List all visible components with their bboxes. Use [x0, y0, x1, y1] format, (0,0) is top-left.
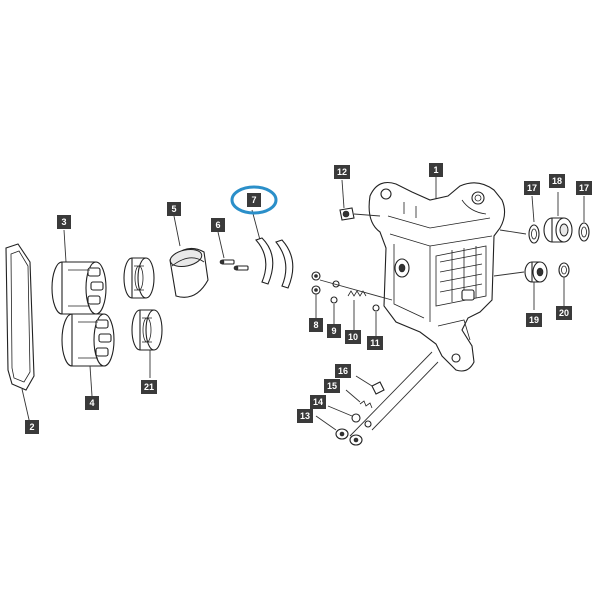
svg-text:13: 13 — [300, 411, 310, 421]
callout-13[interactable]: 13 — [297, 409, 313, 423]
svg-text:14: 14 — [313, 397, 323, 407]
svg-text:19: 19 — [529, 315, 539, 325]
part-cylinder-block-upper[interactable] — [51, 229, 107, 315]
svg-text:5: 5 — [171, 204, 176, 214]
callout-18[interactable]: 18 — [549, 174, 565, 188]
part-spring-10[interactable] — [347, 290, 367, 332]
part-gasket[interactable] — [5, 243, 35, 425]
part-bearing-upper[interactable] — [123, 257, 155, 299]
part-screws[interactable] — [217, 231, 249, 271]
leader-lower-axis — [349, 351, 439, 437]
callout-15[interactable]: 15 — [324, 379, 340, 393]
callout-2[interactable]: 2 — [25, 420, 39, 434]
svg-text:11: 11 — [370, 338, 380, 348]
callout-5[interactable]: 5 — [167, 202, 181, 216]
part-seal-19[interactable] — [493, 261, 548, 310]
callout-3[interactable]: 3 — [57, 215, 71, 229]
callout-17-left[interactable]: 17 — [524, 181, 540, 195]
svg-text:15: 15 — [327, 381, 337, 391]
svg-text:18: 18 — [552, 176, 562, 186]
svg-text:6: 6 — [215, 220, 220, 230]
callout-9[interactable]: 9 — [327, 324, 341, 338]
highlight-ring — [230, 185, 278, 215]
svg-text:21: 21 — [144, 382, 154, 392]
svg-text:9: 9 — [331, 326, 336, 336]
part-plugs-13[interactable] — [315, 415, 363, 446]
svg-text:7: 7 — [251, 195, 256, 205]
svg-text:20: 20 — [559, 308, 569, 318]
svg-text:12: 12 — [337, 167, 347, 177]
part-cylinder-block-lower[interactable] — [61, 313, 115, 397]
part-swash-plate[interactable] — [169, 215, 209, 298]
part-bearing-18[interactable] — [543, 192, 573, 243]
leader-hardware-axis — [319, 279, 393, 301]
svg-text:4: 4 — [89, 398, 94, 408]
part-ball-11[interactable] — [372, 304, 380, 336]
callout-7[interactable]: 7 — [247, 193, 261, 207]
part-plug-16[interactable] — [355, 375, 385, 395]
svg-text:8: 8 — [313, 320, 318, 330]
svg-text:17: 17 — [527, 183, 537, 193]
part-oring-9[interactable] — [330, 280, 340, 324]
part-main-housing[interactable] — [368, 175, 506, 372]
part-bearing-lower[interactable] — [131, 309, 163, 378]
callout-10[interactable]: 10 — [345, 330, 361, 344]
part-half-shells[interactable] — [251, 209, 294, 289]
svg-text:16: 16 — [338, 366, 348, 376]
callout-14[interactable]: 14 — [310, 395, 326, 409]
callout-8[interactable]: 8 — [309, 318, 323, 332]
callout-21[interactable]: 21 — [141, 380, 157, 394]
callout-16[interactable]: 16 — [335, 364, 351, 378]
callout-11[interactable]: 11 — [367, 336, 383, 350]
callout-layer: 1 2 3 4 5 6 7 8 9 10 11 12 13 14 15 16 1… — [25, 163, 592, 434]
callout-6[interactable]: 6 — [211, 218, 225, 232]
svg-text:17: 17 — [579, 183, 589, 193]
svg-text:1: 1 — [433, 165, 438, 175]
callout-1[interactable]: 1 — [429, 163, 443, 177]
svg-text:2: 2 — [29, 422, 34, 432]
callout-20[interactable]: 20 — [556, 306, 572, 320]
svg-text:10: 10 — [348, 332, 358, 342]
callout-12[interactable]: 12 — [334, 165, 350, 179]
part-seal-17-right[interactable] — [578, 196, 590, 242]
leader-housing-to-seal — [499, 229, 527, 235]
part-plug[interactable] — [339, 179, 381, 221]
part-ring-20[interactable] — [558, 262, 570, 306]
callout-17-right[interactable]: 17 — [576, 181, 592, 195]
part-washer-14[interactable] — [327, 405, 372, 428]
callout-19[interactable]: 19 — [526, 313, 542, 327]
part-spring-15[interactable] — [345, 389, 373, 409]
part-washers-8[interactable] — [311, 271, 321, 318]
part-seal-17-left[interactable] — [528, 195, 540, 244]
callout-4[interactable]: 4 — [85, 396, 99, 410]
svg-text:3: 3 — [61, 217, 66, 227]
